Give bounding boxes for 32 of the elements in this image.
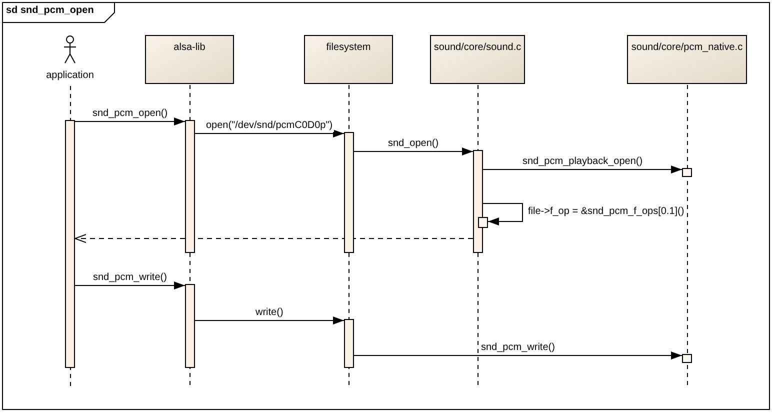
activation-bar [65,120,75,368]
message-label: snd_pcm_playback_open() [522,156,644,168]
activation-box [682,168,692,177]
frame-title: sd snd_pcm_open [6,5,94,16]
message-arrow [354,148,474,156]
message-arrow [194,316,344,324]
activation-bar [185,120,195,253]
message-arrow [74,118,186,126]
message-label: write() [254,306,284,318]
activation-box [682,354,692,363]
message-arrow [482,166,682,174]
activation-bar [473,150,483,253]
message-arrow [354,352,682,360]
message-label: open("/dev/snd/pcmC0D0p") [205,120,334,132]
self-message-arrow [482,203,523,226]
message-label: snd_open() [387,138,440,150]
return-message-arrow [74,234,474,243]
participant-box: filesystem [304,35,393,84]
participant-box: sound/core/pcm_native.c [627,35,747,84]
message-label: snd_pcm_write() [92,272,168,284]
message-arrow [74,282,186,290]
activation-bar [185,284,195,368]
participant-box: alsa-lib [145,35,234,84]
message-label: snd_pcm_open() [92,108,169,120]
activation-bar [344,319,354,368]
participant-box: sound/core/sound.c [430,35,525,84]
activation-bar [344,132,354,253]
message-label: snd_pcm_write() [480,342,556,354]
message-label: file->f_op = &snd_pcm_f_ops[0.1]() [527,206,686,218]
message-arrow [194,130,344,138]
actor-label: application [45,70,95,81]
activation-box [478,217,488,228]
